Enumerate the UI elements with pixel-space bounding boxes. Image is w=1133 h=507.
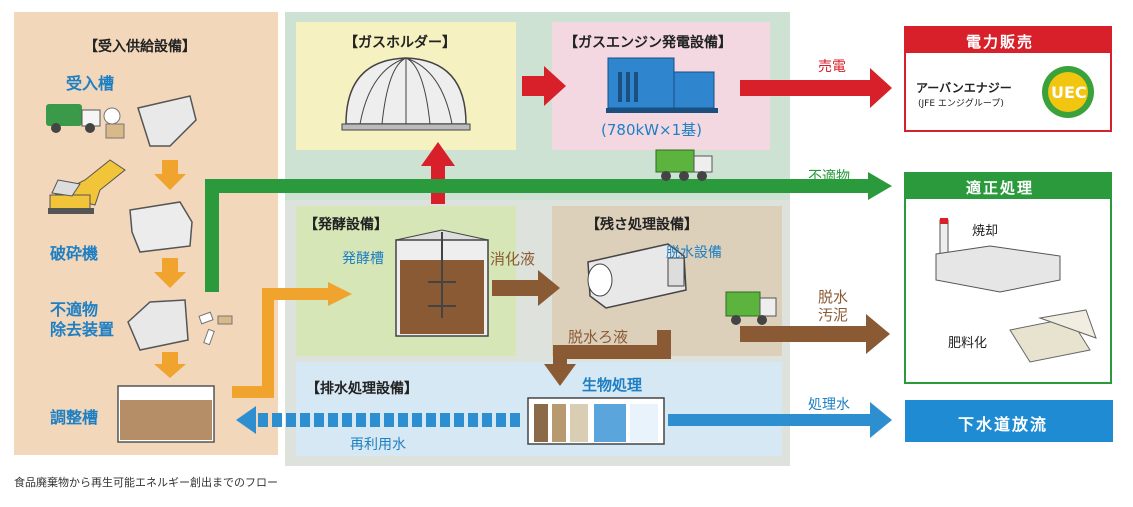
unsuitable-flow-line <box>205 179 870 292</box>
sludge-label-2: 汚泥 <box>818 306 849 324</box>
receiving-tank-label: 受入槽 <box>66 74 115 93</box>
dewatering-machine-icon <box>587 243 687 309</box>
power-sales-title: 電力販売 <box>966 33 1035 51</box>
reuse-water-arrow <box>236 406 520 434</box>
unsuitable-arrow-head <box>868 172 892 200</box>
sell-power-arrow <box>740 68 892 108</box>
fertilizer-bags-icon <box>1009 309 1097 363</box>
gas-engine-title: 【ガスエンジン発電設備】 <box>564 35 732 51</box>
fertilizer-label: 肥料化 <box>948 336 988 351</box>
intake-title: 【受入供給設備】 <box>84 39 196 55</box>
unsuitable-label: 不適物 <box>808 169 850 185</box>
company-name: アーバンエナジー <box>916 81 1012 95</box>
adjust-tank-label: 調整槽 <box>50 408 99 427</box>
incineration-label: 焼却 <box>972 224 999 239</box>
bio-treatment-label: 生物処理 <box>582 376 643 394</box>
uec-logo-icon <box>1042 66 1094 118</box>
receiving-hopper-icon <box>137 95 197 147</box>
biogas-up-arrow <box>421 142 455 204</box>
separator-machine-icon <box>127 299 189 351</box>
unsuitable-truck-icon <box>655 149 713 181</box>
separator-label-2: 除去装置 <box>50 320 115 339</box>
filtrate-label: 脱水ろ液 <box>568 328 629 346</box>
sludge-arrow <box>740 314 890 354</box>
filtrate-arrow-head <box>544 364 576 386</box>
down-arrow-2 <box>154 258 186 288</box>
filtrate-line <box>553 330 671 366</box>
uec-logo-text: UEC <box>1051 83 1087 102</box>
gas-to-engine-arrow <box>522 66 566 106</box>
crusher-machine-icon <box>129 201 193 253</box>
garbage-bags-icon <box>103 107 125 139</box>
digestate-label: 消化液 <box>490 250 536 268</box>
debris-icon <box>198 311 233 346</box>
residue-title: 【残さ処理設備】 <box>586 217 698 233</box>
fermentation-tank-icon <box>395 229 489 337</box>
sludge-label-1: 脱水 <box>818 288 849 306</box>
sell-power-label: 売電 <box>818 59 846 75</box>
bio-treatment-tank-icon <box>527 397 665 445</box>
figure-caption: 食品廃棄物から再生可能エネルギー創出までのフロー <box>14 476 278 489</box>
gas-holder-dome-icon <box>341 57 471 131</box>
proper-treatment-title: 適正処理 <box>966 179 1035 197</box>
sludge-truck-icon <box>725 291 777 325</box>
gas-engine-capacity: (780kW×1基) <box>601 121 702 139</box>
down-arrow-3 <box>154 352 186 378</box>
feed-arrow-head <box>328 282 352 306</box>
company-sub: (JFE エンジグループ) <box>918 99 1004 109</box>
crusher-label: 破砕機 <box>50 244 99 263</box>
down-arrow-1 <box>154 160 186 190</box>
excavator-icon <box>48 159 126 214</box>
wastewater-title: 【排水処理設備】 <box>306 381 418 397</box>
adjusted-feed-line <box>232 288 330 398</box>
treated-water-arrow <box>668 402 892 438</box>
fermentation-tank-label: 発酵槽 <box>342 251 384 267</box>
gas-engine-building-icon <box>606 57 718 113</box>
dewatering-label: 脱水設備 <box>666 245 722 261</box>
reuse-water-label: 再利用水 <box>350 437 406 453</box>
garbage-truck-icon <box>46 104 101 133</box>
fermentation-title: 【発酵設備】 <box>304 217 388 233</box>
digestate-arrow <box>492 270 560 306</box>
sewer-title: 下水道放流 <box>958 415 1049 434</box>
treated-water-label: 処理水 <box>808 397 850 413</box>
incinerator-icon <box>935 218 1061 293</box>
sewer-box <box>905 400 1113 442</box>
gas-holder-title: 【ガスホルダー】 <box>344 35 456 51</box>
separator-label-1: 不適物 <box>50 300 99 319</box>
